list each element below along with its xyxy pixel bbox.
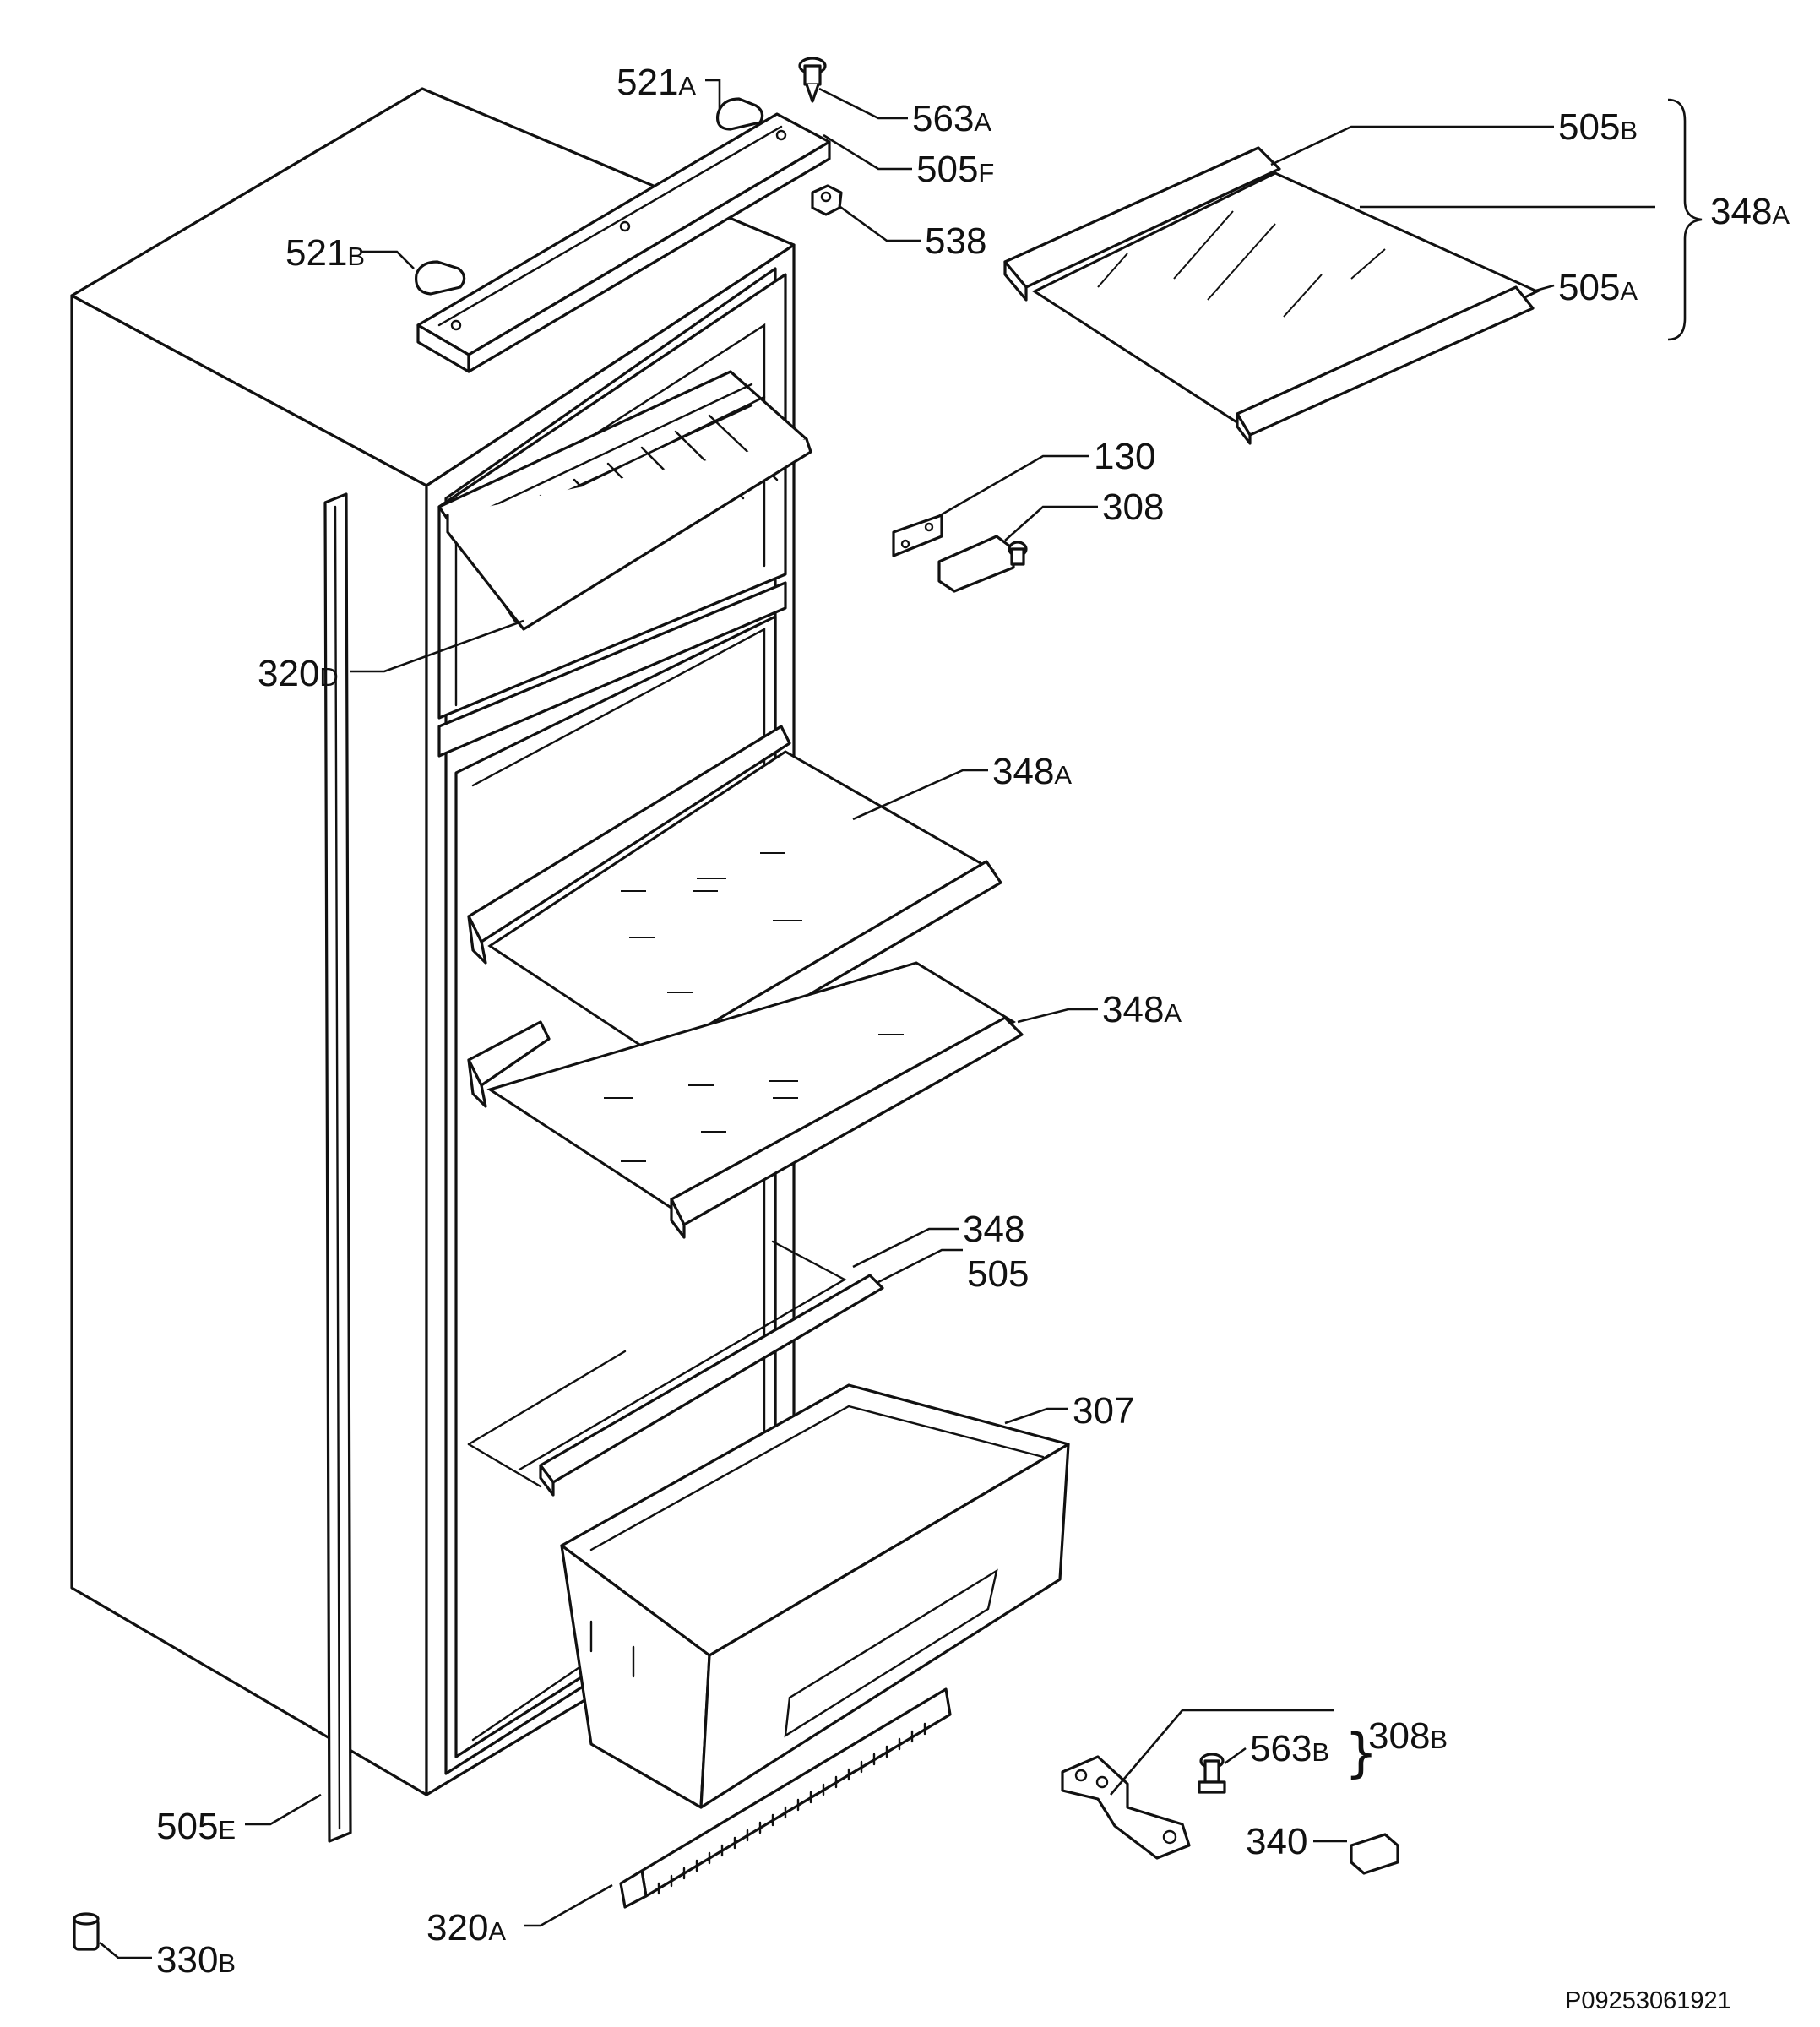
- part-labels: 521A 563A 505F 538 521B 505B 348A 505A 1…: [156, 62, 1790, 1981]
- label-348a-upper: 348A: [992, 751, 1072, 792]
- glass-shelf-lower: [467, 961, 1024, 1239]
- door-gasket-strip: [323, 492, 352, 1843]
- hinge-plate-130: [892, 514, 943, 557]
- label-505b: 505B: [1558, 106, 1638, 148]
- label-505e: 505E: [156, 1806, 236, 1847]
- hinge-cover-521b: [415, 260, 466, 296]
- hinge-cover-521a: [715, 97, 764, 131]
- drawing-code: P09253061921: [1565, 1987, 1731, 2014]
- label-308: 308: [1102, 486, 1164, 528]
- label-563a: 563A: [912, 98, 991, 139]
- label-505: 505: [967, 1253, 1029, 1295]
- leader-lines: [99, 79, 1655, 1959]
- top-hinge-rail: [416, 112, 831, 373]
- label-505f: 505F: [916, 149, 994, 190]
- label-130: 130: [1094, 436, 1155, 477]
- hinge-pin-563a: [798, 57, 827, 103]
- label-320d: 320D: [258, 653, 339, 694]
- label-521a: 521A: [617, 62, 696, 103]
- freezer-wire-shelf: [437, 370, 812, 631]
- ventilation-grille: [619, 1687, 952, 1909]
- foot-330b: [73, 1912, 100, 1951]
- hinge-308: [937, 535, 1028, 593]
- label-308b: 308B: [1368, 1715, 1448, 1757]
- part-340: [1350, 1833, 1399, 1875]
- label-320a: 320A: [426, 1907, 506, 1948]
- bottom-hinge-308b: [1061, 1755, 1191, 1860]
- label-348a-lower: 348A: [1102, 989, 1182, 1030]
- hinge-pin-563b: [1198, 1753, 1226, 1794]
- label-307: 307: [1073, 1390, 1134, 1432]
- crisper-drawer: [560, 1383, 1070, 1809]
- label-505a: 505A: [1558, 267, 1638, 308]
- label-521b: 521B: [285, 232, 365, 274]
- label-340: 340: [1246, 1821, 1307, 1862]
- label-563b: 563B: [1250, 1728, 1329, 1769]
- label-348: 348: [963, 1209, 1024, 1250]
- bracket-538: [811, 184, 843, 216]
- label-330b: 330B: [156, 1939, 236, 1981]
- label-538: 538: [925, 220, 986, 262]
- glass-shelf-assembly-top: [1003, 146, 1540, 445]
- label-348a-assembly: 348A: [1710, 191, 1790, 232]
- brace-308b: }: [1345, 1722, 1377, 1784]
- crisper-cover-glass: [467, 1240, 884, 1497]
- grouping-braces: }: [1345, 98, 1703, 1784]
